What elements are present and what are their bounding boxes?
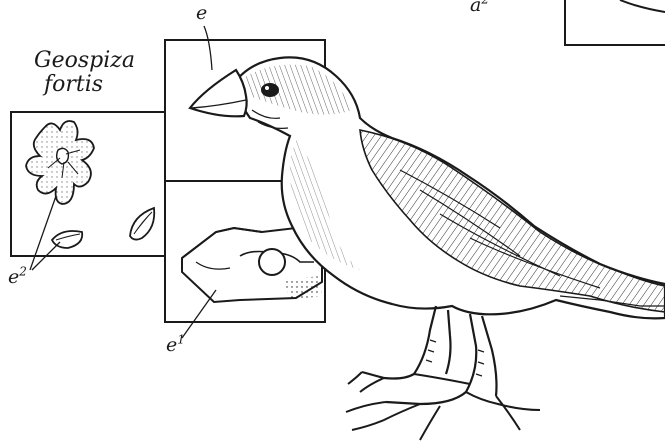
label-e-base: e: [196, 2, 207, 24]
species-label-genus: Geospiza: [34, 50, 135, 72]
label-e1-sup: 1: [177, 333, 185, 347]
finch-legs-icon: [346, 306, 540, 440]
label-e: e: [196, 4, 207, 23]
label-e2-base: e: [8, 266, 19, 288]
label-e2-sup: 2: [19, 265, 27, 279]
top-right-panel: [565, 0, 665, 45]
label-a2: a2: [470, 0, 489, 15]
species-label-epithet: fortis: [44, 74, 103, 96]
label-a2-sup: 2: [481, 0, 489, 7]
label-e1: e1: [166, 336, 185, 355]
label-e2: e2: [8, 268, 27, 287]
label-a2-base: a: [470, 0, 481, 16]
label-e1-base: e: [166, 334, 177, 356]
